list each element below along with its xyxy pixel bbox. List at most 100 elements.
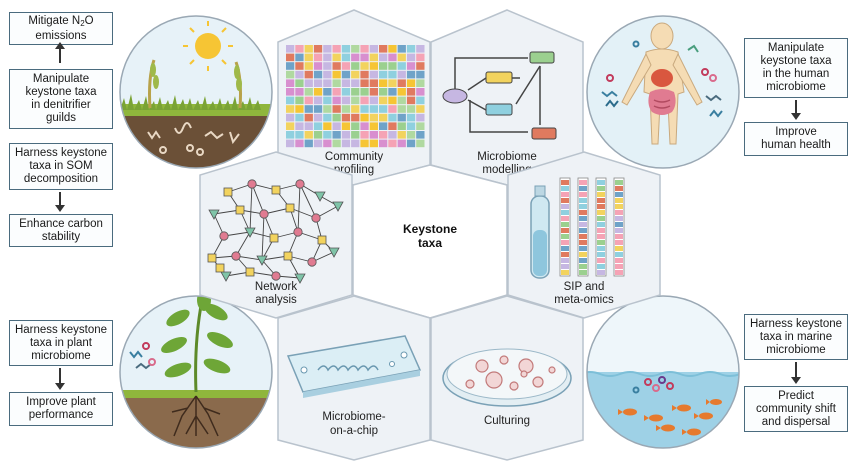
network-node-square: [223, 187, 233, 197]
gel-band: [615, 228, 623, 233]
heatmap-cell: [416, 96, 425, 105]
heatmap-cell: [360, 53, 369, 62]
gel-band: [615, 198, 623, 203]
heatmap-cell: [351, 122, 360, 130]
network-node-circle: [311, 213, 321, 223]
gel-band: [615, 270, 623, 275]
heatmap-cell: [369, 113, 378, 122]
heatmap-cell: [397, 88, 406, 96]
plant-microbes: [129, 342, 156, 370]
heatmap-cell: [332, 79, 341, 87]
heatmap-cell: [406, 62, 416, 70]
heatmap-cell: [295, 88, 304, 96]
heatmap-cell: [286, 122, 295, 130]
sun-icon: [183, 21, 233, 71]
heatmap-cell: [369, 122, 378, 130]
gel-band: [561, 222, 569, 227]
gel-band: [579, 198, 587, 203]
gel-band: [579, 270, 587, 275]
gel-band: [561, 228, 569, 233]
gel-band: [579, 240, 587, 245]
heatmap-cell: [379, 79, 388, 87]
heatmap-cell: [369, 88, 378, 96]
heatmap-cell: [313, 70, 323, 79]
gel-band: [597, 264, 605, 269]
heatmap-cell: [406, 70, 416, 79]
petri-dish-icon: [442, 348, 572, 407]
heatmap-cell: [416, 70, 425, 79]
heatmap-cell: [304, 70, 313, 79]
heatmap-cell: [313, 131, 323, 139]
network-node-circle: [295, 179, 305, 189]
heatmap-cell: [304, 62, 313, 70]
heatmap-cell: [379, 96, 388, 105]
box-harness-som: Harness keystone taxa in SOM decompositi…: [9, 143, 113, 190]
heatmap-cell: [388, 62, 397, 70]
heatmap-cell: [379, 45, 388, 53]
heatmap-cell: [313, 96, 323, 105]
gel-band: [597, 234, 605, 239]
gel-band: [597, 240, 605, 245]
heatmap-cell: [397, 45, 406, 53]
gel-band: [615, 222, 623, 227]
heatmap-cell: [286, 62, 295, 70]
heatmap-cell: [323, 96, 332, 105]
network-node-square: [245, 267, 255, 277]
plant-icon: [161, 296, 233, 437]
hex-keystone-taxa: Keystone taxa: [352, 164, 508, 319]
heatmap-cell: [360, 79, 369, 87]
heatmap-cell: [295, 139, 304, 148]
heatmap-cell: [286, 53, 295, 62]
heatmap-cell: [313, 45, 323, 53]
gel-band: [579, 216, 587, 221]
network-node-square: [269, 233, 279, 243]
heatmap-cell: [397, 96, 406, 105]
network-edge: [249, 183, 253, 233]
heatmap-cell: [351, 131, 360, 139]
heatmap-cell: [313, 62, 323, 70]
network-node-triangle: [256, 255, 268, 266]
gel-band: [579, 210, 587, 215]
gel-band: [597, 246, 605, 251]
network-node-circle: [247, 179, 257, 189]
heatmap-cell: [388, 70, 397, 79]
heatmap-cell: [369, 79, 378, 87]
gel-band: [615, 252, 623, 257]
heatmap-cell: [332, 88, 341, 96]
network-node-triangle: [328, 247, 340, 258]
heatmap-cell: [379, 53, 388, 62]
gel-band: [579, 186, 587, 191]
heatmap-cell: [351, 62, 360, 70]
box-predict-shift: Predict community shift and dispersal: [744, 386, 848, 432]
gel-lanes: [559, 177, 625, 277]
heatmap-cell: [406, 96, 416, 105]
heatmap-cell: [332, 45, 341, 53]
arrow-down-3: [791, 100, 801, 120]
heatmap-cell: [360, 131, 369, 139]
heatmap-cell: [332, 70, 341, 79]
heatmap-cell: [360, 122, 369, 130]
heatmap-cell: [388, 131, 397, 139]
marine-circle: [587, 296, 739, 448]
heatmap-cell: [286, 105, 295, 113]
heatmap-cell: [295, 45, 304, 53]
heatmap-cell: [369, 45, 378, 53]
hex-community-profiling: Community profiling: [277, 9, 431, 186]
model-node-red: [531, 127, 557, 140]
heatmap-cell: [304, 139, 313, 148]
heatmap-cell: [332, 139, 341, 148]
heatmap-cell: [416, 45, 425, 53]
heatmap-cell: [323, 53, 332, 62]
heatmap-cell: [313, 113, 323, 122]
gel-band: [597, 198, 605, 203]
gel-band: [579, 246, 587, 251]
center-keystone: Keystone: [403, 222, 457, 236]
heatmap-cell: [332, 113, 341, 122]
heatmap-cell: [369, 105, 378, 113]
network-edge: [261, 213, 265, 261]
heatmap-cell: [379, 139, 388, 148]
gel-band: [561, 270, 569, 275]
heatmap-cell: [351, 70, 360, 79]
heatmap-cell: [388, 79, 397, 87]
